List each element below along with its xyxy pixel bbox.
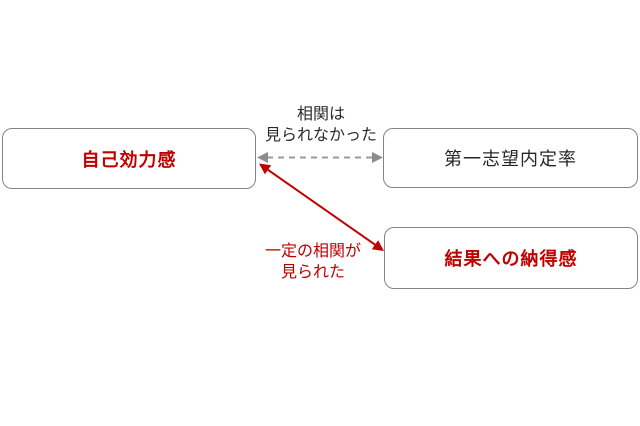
no-correlation-arrowhead-right bbox=[372, 152, 383, 163]
correlation-line bbox=[265, 167, 378, 247]
edge-label-correlation-line2: 見られた bbox=[280, 264, 345, 281]
node-result-satisfaction: 結果への納得感 bbox=[384, 227, 638, 289]
node-self-efficacy: 自己効力感 bbox=[2, 128, 256, 189]
edge-label-no-correlation: 相関は 見られなかった bbox=[246, 104, 396, 146]
arrow-correlation bbox=[259, 163, 384, 251]
edge-label-correlation: 一定の相関が 見られた bbox=[238, 241, 388, 283]
edge-label-no-correlation-line2: 見られなかった bbox=[264, 127, 377, 144]
node-first-choice-offer-rate: 第一志望内定率 bbox=[383, 128, 638, 188]
edge-label-correlation-line1: 一定の相関が bbox=[264, 243, 361, 260]
correlation-arrowhead-top bbox=[259, 163, 272, 175]
arrow-no-correlation bbox=[257, 152, 383, 163]
node-result-satisfaction-label: 結果への納得感 bbox=[444, 249, 578, 269]
correlation-arrowhead-bottom bbox=[371, 240, 384, 251]
node-self-efficacy-label: 自己効力感 bbox=[81, 149, 177, 170]
edge-label-no-correlation-line1: 相関は bbox=[296, 106, 345, 123]
no-correlation-arrowhead-left bbox=[257, 152, 268, 163]
node-first-choice-offer-rate-label: 第一志望内定率 bbox=[444, 149, 577, 169]
